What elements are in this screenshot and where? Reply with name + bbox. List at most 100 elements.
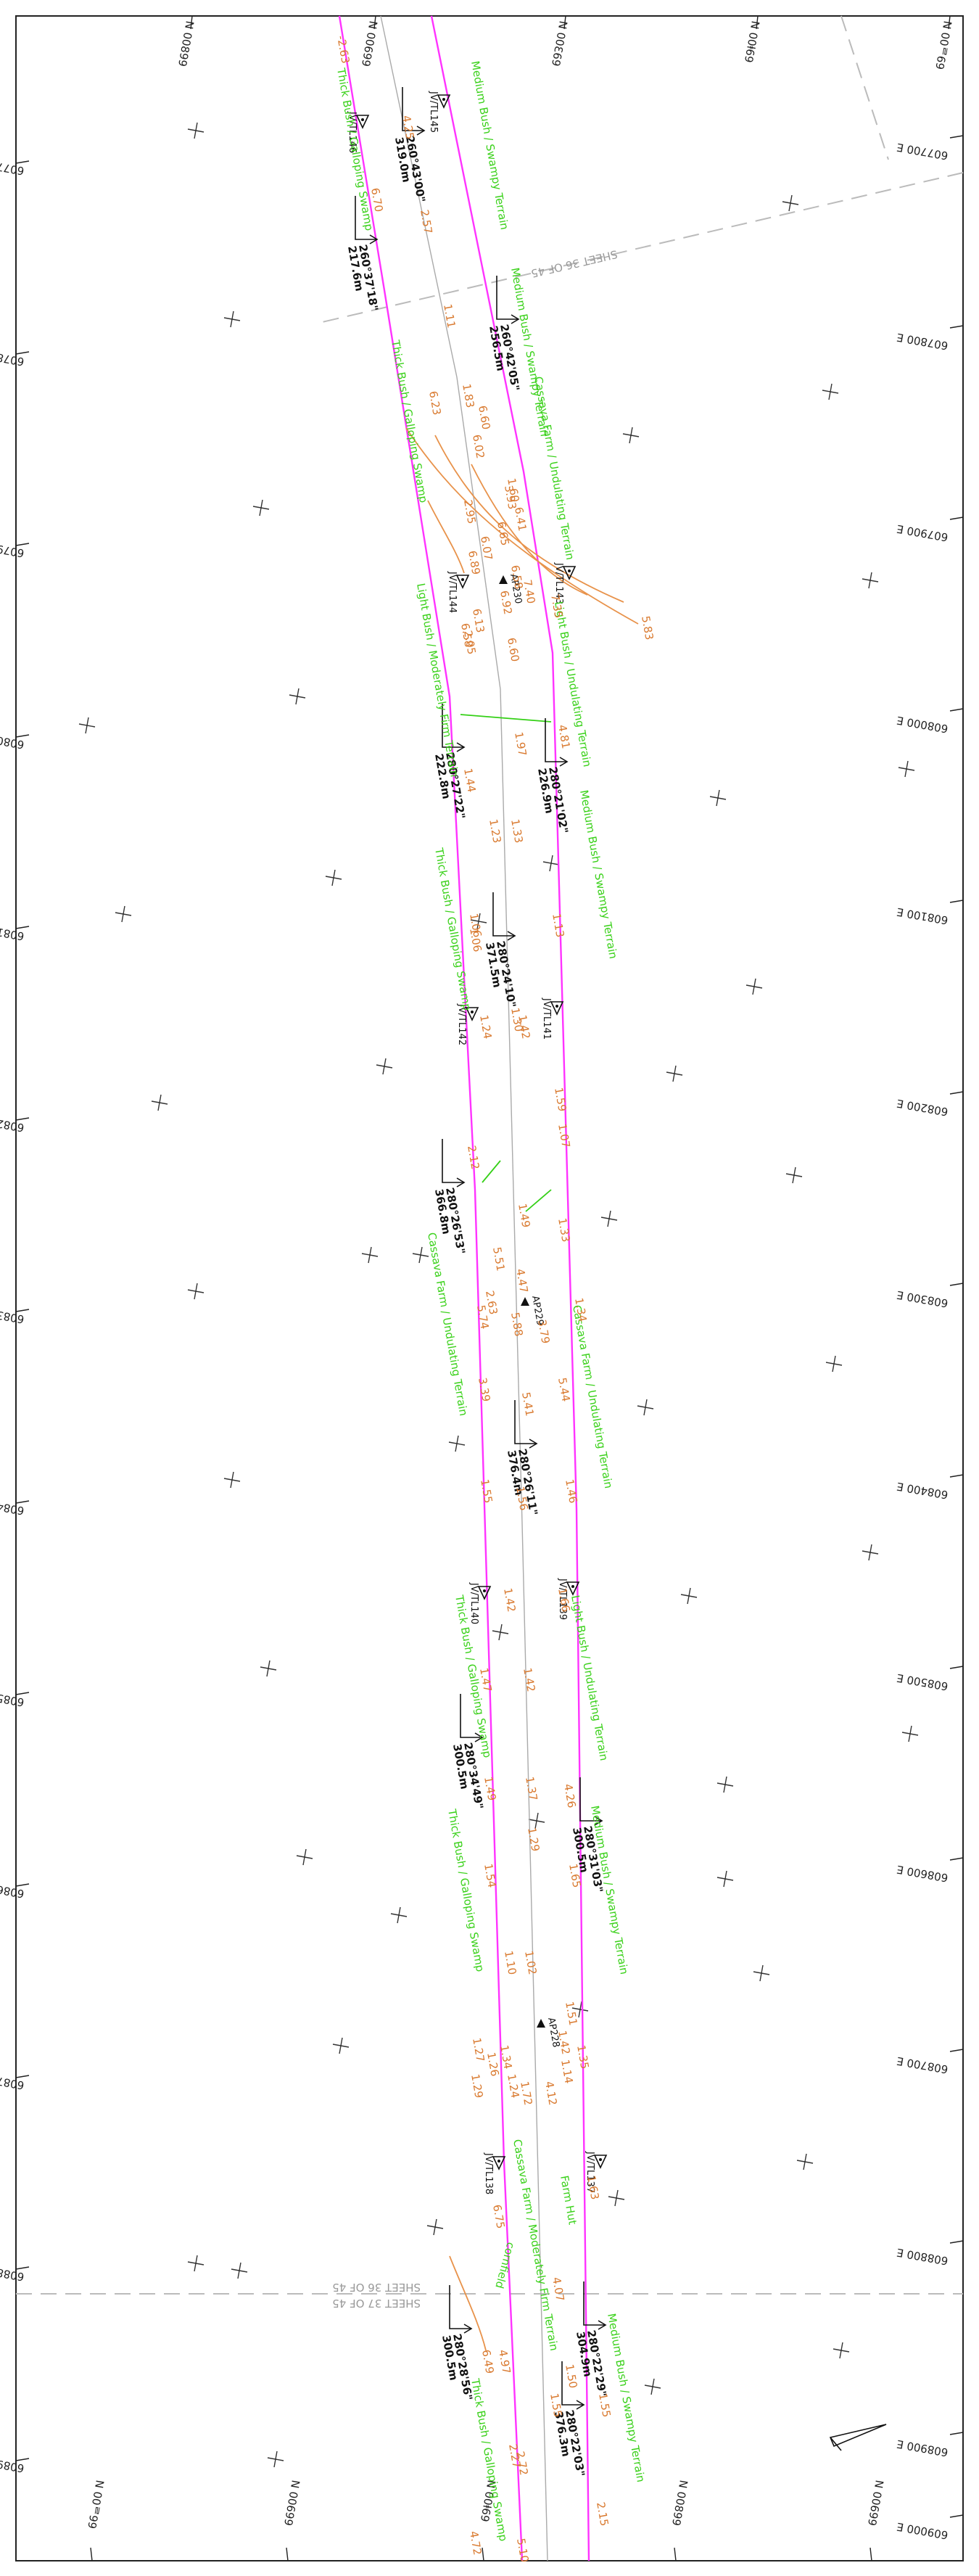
elevation-label: 5.83: [639, 615, 656, 641]
grid-cross-icon: [187, 1283, 205, 1300]
grid-label-right: 608400 E: [896, 1480, 949, 1502]
elevation-label: 2.63: [483, 1290, 500, 1316]
elevation-label: 5.51: [490, 1246, 508, 1272]
tower-triangle-icon: [492, 2156, 506, 2170]
elevation-label: 1.55: [478, 1478, 495, 1505]
elevation-label: 6.41: [512, 506, 529, 532]
grid-label-right: 608600 E: [896, 1863, 949, 1885]
elevation-label: 6.70: [368, 187, 386, 213]
grid-label-left: 608100 E: [0, 921, 25, 943]
elevation-label: 1.02: [522, 1950, 540, 1976]
elevation-label: 1.10: [502, 1950, 519, 1976]
elevation-label: 1.06: [467, 927, 484, 953]
sheet-boundary-corner: [840, 15, 889, 160]
grid-cross-icon: [716, 1870, 734, 1888]
grid-cross-icon: [542, 855, 560, 872]
grid-cross-icon: [223, 310, 241, 328]
tower-label: JV/TL138: [483, 2152, 494, 2194]
grid-cross-icon: [709, 789, 727, 807]
grid-label-left: 608000 E: [0, 730, 25, 752]
tower-triangle-icon: [355, 115, 370, 129]
survey-point-label: AP230: [508, 573, 524, 605]
grid-cross-icon: [666, 1065, 683, 1082]
grid-cross-icon: [833, 2342, 850, 2359]
grid-cross-icon: [600, 1210, 618, 1227]
track-crossing-1: [460, 714, 552, 723]
elevation-label: 1.42: [501, 1587, 519, 1613]
elevation-label: 1.33: [555, 1217, 573, 1243]
elevation-label: 1.37: [523, 1776, 540, 1802]
elevation-label: 1.13: [550, 913, 567, 939]
grid-cross-icon: [470, 913, 487, 930]
terrain-label: Medium Bush / Swampy Terrain: [605, 2313, 648, 2484]
tower-label: JV/TL145: [428, 91, 439, 133]
grid-cross-icon: [680, 1587, 698, 1605]
elevation-label: 4.72: [467, 2530, 484, 2556]
terrain-label: Farm Hut: [558, 2175, 579, 2226]
grid-cross-icon: [151, 1094, 168, 1111]
grid-label-left: 608200 E: [0, 1113, 25, 1135]
terrain-label: Light Bush / Undulating Terrain: [569, 1594, 611, 1762]
elevation-label: 1.65: [566, 1863, 584, 1889]
elevation-label: 1.42: [521, 1667, 538, 1693]
grid-cross-icon: [361, 1246, 379, 1264]
tower-markers: JV/TL145JV/TL146JV/TL143JV/TL144JV/TL141…: [347, 91, 608, 2194]
terrain-label: Medium Bush / Swampy Terrain: [577, 789, 620, 960]
elevation-label: 5.88: [508, 1312, 526, 1338]
terrain-label: Cassava Farm / Undulating Terrain: [425, 1232, 470, 1417]
map-frame: [15, 15, 964, 2561]
grid-cross-icon: [187, 122, 205, 139]
elevation-label: 1.24: [505, 2073, 522, 2099]
elevation-label: 1.06: [467, 913, 484, 939]
centerline: [380, 15, 548, 2561]
terrain-label: Thick Bush / Galloping Swamp: [389, 339, 430, 504]
grid-label-left: 607900 E: [0, 538, 25, 560]
tower-label: JV/TL142: [456, 1003, 467, 1045]
elevation-label: 1.51: [563, 2001, 580, 2027]
tower-triangle-icon: [455, 575, 470, 589]
grid-label-right: 607700 E: [896, 141, 949, 162]
grid-label-right: 608800 E: [896, 2246, 949, 2268]
elevation-label: 1.49: [516, 1203, 533, 1229]
elevation-label: 4.47: [513, 1268, 531, 1294]
grid-label-right: 607800 E: [896, 331, 949, 353]
elevation-label: 6.58: [508, 564, 526, 590]
elevation-label: 3.79: [535, 1319, 553, 1345]
grid-cross-icon: [571, 2001, 589, 2018]
grid-label-left: 608300 E: [0, 1304, 25, 1326]
grid-cross-icon: [376, 1058, 393, 1075]
elevation-label: 1.42: [555, 2030, 573, 2056]
grid-label-bottom: N 00ᄅ99: [85, 2479, 107, 2530]
sheet-label-bottom-b: SHEET 37 OF 45: [332, 2297, 421, 2310]
grid-label-right: 609000 E: [896, 2520, 949, 2542]
tower-triangle-icon: [477, 1586, 492, 1600]
grid-cross-icon: [231, 2262, 248, 2279]
elevation-label: 1.47: [477, 1667, 495, 1693]
grid-cross-icon: [332, 2037, 350, 2054]
grid-label-left: 608700 E: [0, 2070, 25, 2092]
tower-triangle-icon: [465, 1007, 479, 1021]
elevation-label: 1.44: [461, 768, 479, 794]
survey-point-label: AP228: [545, 2017, 561, 2049]
route-line-east: [430, 15, 590, 2561]
grid-label-left: 607800 E: [0, 347, 25, 369]
grid-cross-icon: [637, 1399, 654, 1416]
elevation-label: 1.34: [497, 2044, 515, 2070]
elevation-label: 6.65: [495, 521, 512, 547]
elevation-label: 7.35: [548, 593, 566, 620]
elevation-label: 4.81: [555, 724, 573, 750]
terrain-label: Cassava Farm / Undulating Terrain: [570, 1304, 615, 1490]
grid-cross-icon: [78, 717, 96, 734]
elevation-label: 1.07: [555, 1123, 573, 1149]
elevation-label: 2.15: [594, 2501, 611, 2527]
grid-label-bottom: N 00899: [669, 2479, 690, 2527]
grid-cross-icon: [252, 499, 270, 517]
elevation-label: 2.95: [461, 499, 479, 525]
grid-label-left: 607700 E: [0, 156, 25, 178]
grid-cross-icon: [426, 2218, 444, 2236]
stream-crossing-1: [405, 427, 639, 625]
terrain-label: Light Bush / Undulating Terrain: [552, 601, 594, 768]
grid-label-left: 608500 E: [0, 1687, 25, 1709]
elevation-label: 4.26: [561, 1783, 579, 1809]
